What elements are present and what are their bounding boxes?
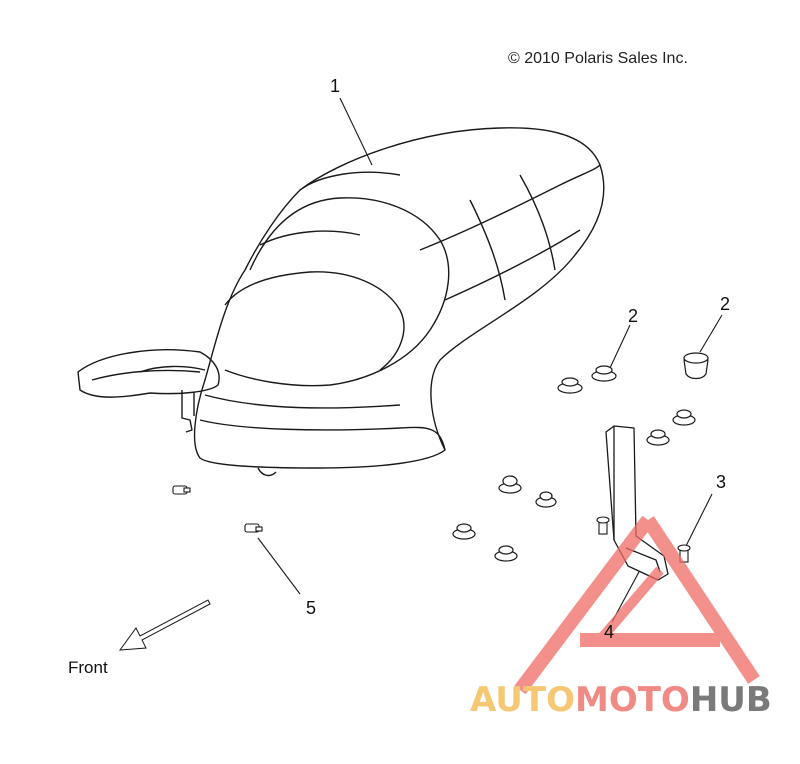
seat-part-1 bbox=[77, 127, 605, 477]
front-label: Front bbox=[68, 658, 108, 677]
watermark-triangle-right bbox=[642, 516, 760, 684]
grommet bbox=[535, 491, 557, 508]
callout-2b: 2 bbox=[720, 294, 731, 314]
grommet bbox=[591, 365, 617, 382]
leader-lines bbox=[257, 97, 723, 623]
grommet bbox=[646, 429, 670, 446]
leader-3 bbox=[684, 493, 713, 549]
callout-3: 3 bbox=[716, 472, 727, 492]
bolts-part-5 bbox=[172, 485, 263, 533]
leader-2a bbox=[609, 324, 631, 369]
watermark-triangle-inner bbox=[596, 566, 664, 644]
callout-1: 1 bbox=[330, 76, 341, 96]
screw bbox=[677, 544, 691, 563]
screw bbox=[596, 516, 610, 535]
watermark-text: AUTOMOTOHUB bbox=[470, 680, 772, 720]
callout-4: 4 bbox=[604, 622, 615, 642]
grommet bbox=[672, 409, 696, 426]
watermark-logo bbox=[514, 515, 760, 695]
watermark-hub: HUB bbox=[689, 680, 772, 720]
callout-2a: 2 bbox=[628, 306, 639, 326]
copyright-text: © 2010 Polaris Sales Inc. bbox=[508, 50, 688, 67]
grommet bbox=[557, 377, 583, 394]
callout-5: 5 bbox=[306, 598, 317, 618]
leader-5 bbox=[257, 537, 301, 595]
leader-1 bbox=[339, 97, 373, 166]
grommets-part-2 bbox=[452, 352, 709, 562]
grommet bbox=[494, 545, 518, 562]
grommet bbox=[683, 352, 709, 380]
bolt bbox=[244, 523, 263, 533]
front-arrow-icon bbox=[118, 599, 211, 651]
watermark-auto: AUTO bbox=[470, 680, 575, 720]
leader-2b bbox=[699, 314, 723, 353]
grommet bbox=[498, 475, 522, 494]
bolt bbox=[172, 485, 191, 495]
screws-part-3 bbox=[596, 516, 691, 563]
watermark-moto: MOTO bbox=[574, 680, 690, 720]
watermark-triangle-left bbox=[514, 515, 654, 695]
grommet bbox=[452, 523, 476, 540]
